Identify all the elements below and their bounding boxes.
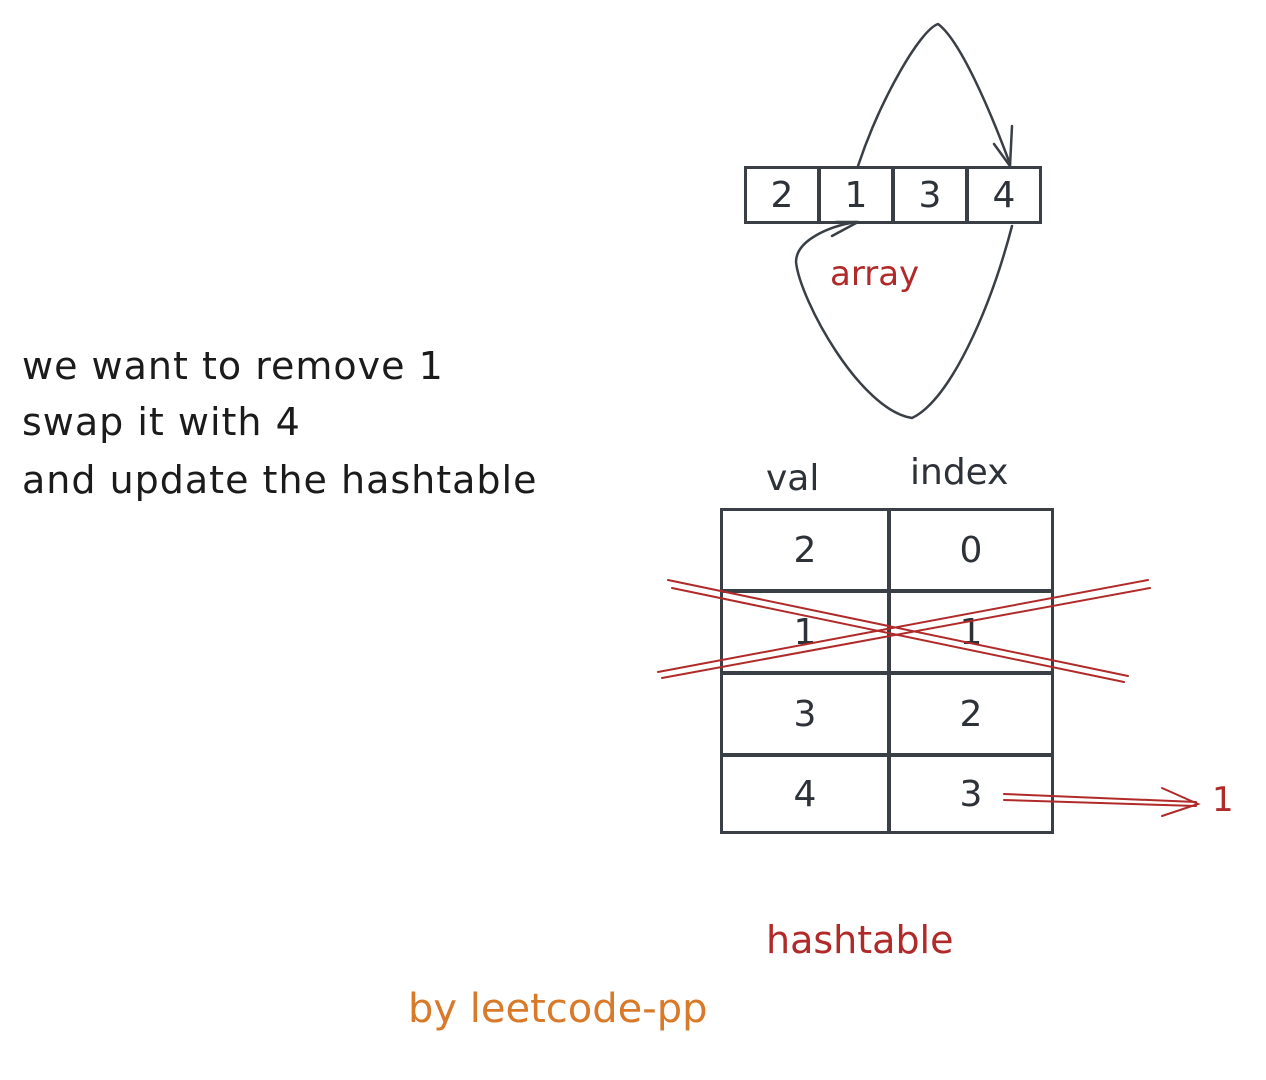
array-label: array — [830, 254, 920, 294]
hashtable-header-val: val — [766, 458, 820, 499]
credit-text: by leetcode-pp — [408, 986, 708, 1032]
swap-arrow-top-head — [992, 124, 1014, 168]
hashtable-index-3: 3 — [888, 754, 1054, 834]
array-cell-3: 4 — [966, 166, 1042, 224]
update-arrow-head — [1161, 787, 1201, 817]
update-arrow — [1003, 793, 1197, 807]
updated-index-value: 1 — [1212, 780, 1234, 820]
swap-arrow-bottom — [794, 220, 1014, 420]
note-line-3: and update the hashtable — [22, 458, 538, 502]
hashtable-label: hashtable — [766, 918, 954, 962]
note-line-1: we want to remove 1 — [22, 344, 444, 388]
cross-out-line-a — [667, 579, 1129, 683]
note-line-2: swap it with 4 — [22, 400, 301, 444]
swap-arrow-top — [856, 22, 1012, 168]
hashtable-header-index: index — [910, 452, 1009, 493]
cross-out-line-b — [657, 579, 1151, 679]
swap-arrow-bottom-head — [830, 220, 860, 238]
